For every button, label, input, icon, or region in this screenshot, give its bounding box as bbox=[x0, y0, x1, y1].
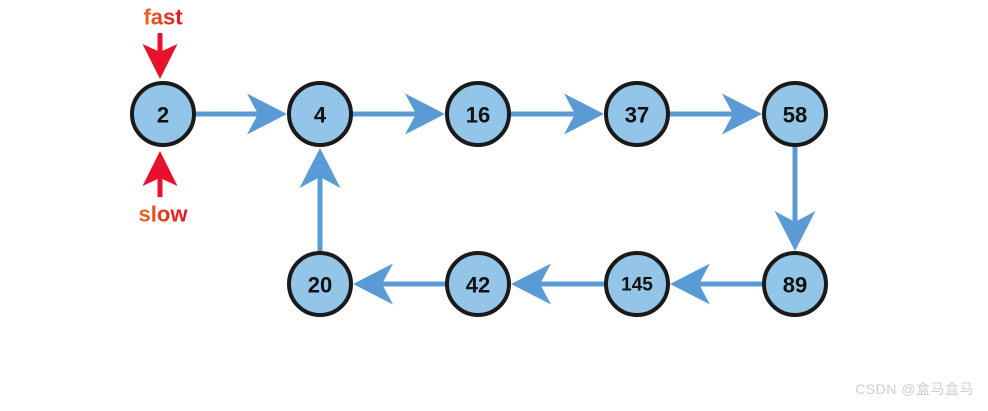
node-20[interactable]: 20 bbox=[287, 251, 353, 317]
node-2[interactable]: 2 bbox=[130, 81, 196, 147]
node-145[interactable]: 145 bbox=[604, 251, 670, 317]
node-16-circle[interactable] bbox=[445, 81, 511, 147]
node-2-circle[interactable] bbox=[130, 81, 196, 147]
node-16[interactable]: 16 bbox=[445, 81, 511, 147]
node-37[interactable]: 37 bbox=[604, 81, 670, 147]
node-4[interactable]: 4 bbox=[287, 81, 353, 147]
node-42[interactable]: 42 bbox=[445, 251, 511, 317]
node-89-circle[interactable] bbox=[762, 251, 828, 317]
node-58-circle[interactable] bbox=[762, 81, 828, 147]
node-20-circle[interactable] bbox=[287, 251, 353, 317]
fast-pointer-label: fast bbox=[143, 5, 183, 30]
slow-pointer-label: slow bbox=[139, 202, 189, 227]
node-layer: 2 4 16 37 58 89 bbox=[130, 81, 828, 317]
edge-layer bbox=[194, 93, 816, 305]
pointer-fast: fast bbox=[142, 5, 183, 80]
node-42-circle[interactable] bbox=[445, 251, 511, 317]
node-145-circle[interactable] bbox=[604, 251, 670, 317]
node-58[interactable]: 58 bbox=[762, 81, 828, 147]
node-4-circle[interactable] bbox=[287, 81, 353, 147]
pointer-layer: fast slow bbox=[139, 5, 189, 227]
node-89[interactable]: 89 bbox=[762, 251, 828, 317]
pointer-slow: slow bbox=[139, 150, 189, 227]
node-37-circle[interactable] bbox=[604, 81, 670, 147]
watermark: CSDN @盒马盒马 bbox=[855, 381, 974, 397]
